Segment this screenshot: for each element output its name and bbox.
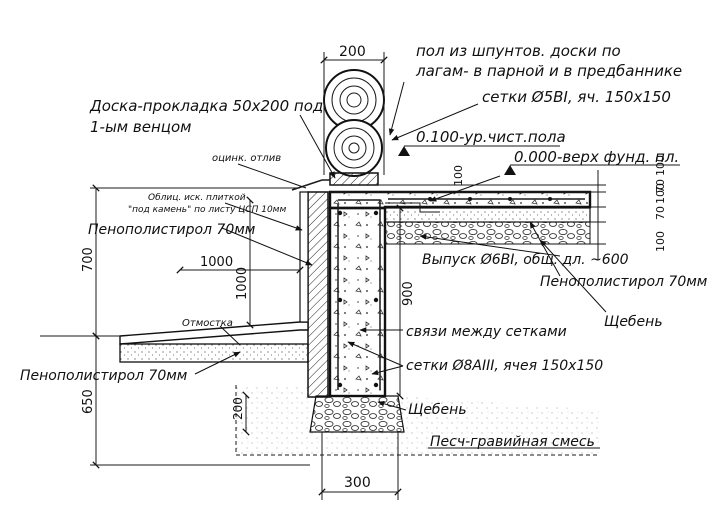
label-sand-gravel: Песч-гравийная смесь (430, 434, 595, 450)
annotations: пол из шпунтов. доски по лагам- в парной… (20, 42, 708, 450)
dim-top-200: 200 (320, 44, 388, 175)
label-floor-boards-1: пол из шпунтов. доски по (416, 42, 621, 60)
dim-100-upper-label: 100 (452, 165, 465, 186)
label-gravel-right: Щебень (604, 314, 663, 330)
label-polystyrene-bottom: Пенополистирол 70мм (20, 368, 188, 384)
dim-top-width-label: 200 (339, 44, 366, 60)
level-marks (330, 145, 680, 193)
dim-70-upper-label: 70 (654, 179, 667, 193)
dim-700-label: 700 (81, 247, 96, 272)
board-pad (329, 172, 379, 186)
dim-70-lower-label: 70 (654, 206, 667, 220)
dimensions-right: 70 100 70 100 100 (590, 155, 667, 260)
dim-1000-vertical-label: 1000 (235, 267, 250, 300)
cladding (299, 191, 309, 323)
label-board-pad-1: Доска-прокладка 50х200 под (89, 97, 323, 115)
label-outlet: Выпуск Ø6ВI, общ. дл. ~600 (422, 252, 629, 268)
slab-insulation (384, 207, 591, 223)
label-polystyrene-right: Пенополистирол 70мм (540, 274, 708, 290)
dim-650-label: 650 (81, 389, 96, 414)
dim-100-bottom-label: 100 (654, 231, 667, 252)
log-wall (323, 69, 385, 186)
label-blind-area: Отмостка (182, 318, 233, 329)
blind-area (40, 321, 309, 363)
footing-gravel (309, 395, 405, 433)
wall-insulation (307, 191, 329, 398)
label-floor-boards-2: лагам- в парной и в предбаннике (415, 62, 682, 80)
dimensions-left: 700 650 1000 1000 200 (81, 184, 310, 469)
label-mesh-8: сетки Ø8АIII, ячея 150х150 (406, 358, 603, 374)
label-ties: связи между сетками (406, 324, 567, 340)
dim-100-right-label: 100 (654, 183, 667, 204)
label-polystyrene-left: Пенополистирол 70мм (88, 222, 256, 238)
label-foundation-level: 0.000-верх фунд. пл. (514, 148, 679, 166)
dimensions-mid: 900 300 100 (318, 165, 465, 500)
leaders (194, 81, 607, 449)
label-floor-level: 0.100-ур.чист.пола (416, 128, 566, 146)
dim-300-label: 300 (344, 475, 371, 491)
label-cladding-1: Облиц. иск. плиткой (148, 193, 246, 203)
label-board-pad-2: 1-ым венцом (90, 118, 191, 136)
label-zinc-flashing: оцинк. отлив (212, 153, 281, 164)
dim-900-label: 900 (401, 281, 416, 306)
slab-gravel (384, 221, 591, 245)
dim-1000-horizontal-label: 1000 (200, 255, 233, 270)
dim-200-lower-label: 200 (231, 397, 245, 420)
sand-gravel-bed (236, 385, 600, 455)
label-cladding-2: "под камень" по листу ЦСП 10мм (128, 205, 286, 215)
label-mesh-5: сетки Ø5ВI, яч. 150х150 (482, 88, 671, 106)
label-gravel-bottom: Щебень (408, 402, 467, 418)
